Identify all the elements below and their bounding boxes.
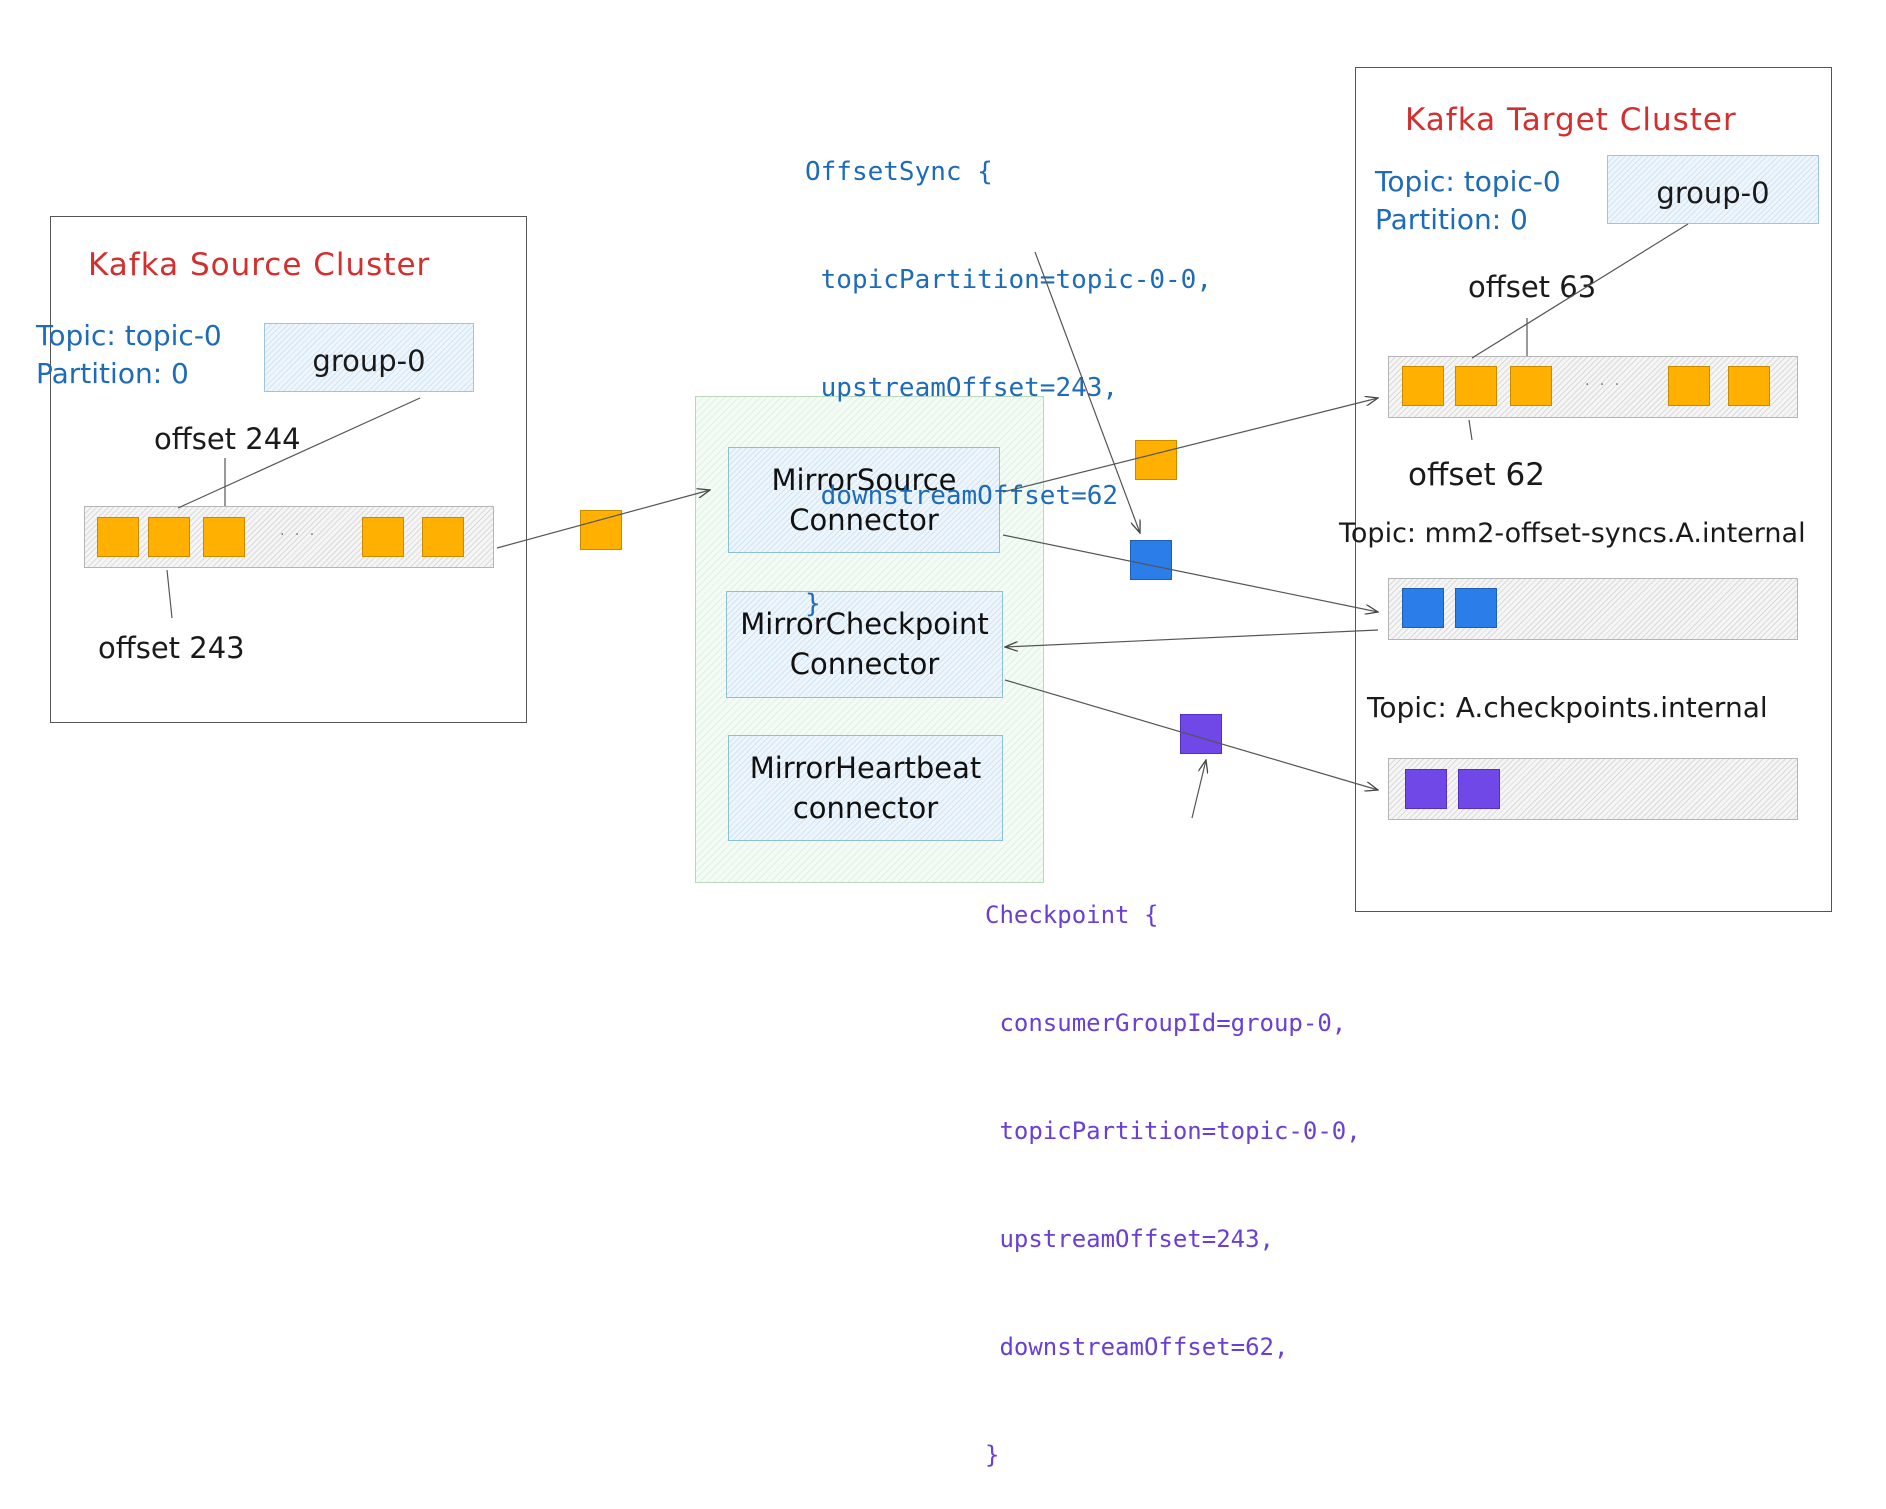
target-consumer-group: group-0 xyxy=(1607,155,1819,224)
target-ellipsis: · · · xyxy=(1585,377,1623,393)
mirror-heartbeat-connector: MirrorHeartbeat connector xyxy=(728,735,1003,841)
checkpoint-in-flight xyxy=(1180,714,1222,754)
source-consumer-group: group-0 xyxy=(264,323,474,392)
target-group-label: group-0 xyxy=(1656,176,1770,210)
target-offset-62: offset 62 xyxy=(1408,457,1546,493)
offset-sync-line: OffsetSync { xyxy=(805,157,993,187)
source-offset-244: offset 244 xyxy=(154,422,301,456)
mirror-source-connector: MirrorSource Connector xyxy=(728,447,1000,553)
source-partition-label: Partition: 0 xyxy=(36,357,189,390)
offset-sync-in-flight xyxy=(1130,540,1172,580)
connector-label-line: Connector xyxy=(789,503,939,537)
offset-sync-message xyxy=(1455,588,1497,628)
source-message xyxy=(148,517,190,557)
target-message xyxy=(1402,366,1444,406)
checkpoint-line: } xyxy=(985,1441,1000,1469)
offset-sync-line: } xyxy=(805,589,821,619)
source-message xyxy=(362,517,404,557)
replicated-message xyxy=(1135,440,1177,480)
target-offset-63: offset 63 xyxy=(1468,270,1597,304)
offset-syncs-topic-label: Topic: mm2-offset-syncs.A.internal xyxy=(1339,518,1806,549)
source-group-label: group-0 xyxy=(312,344,426,378)
checkpoint-annotation-arrow xyxy=(1191,760,1206,819)
connector-label-line: MirrorCheckpoint xyxy=(740,607,989,641)
target-message xyxy=(1510,366,1552,406)
checkpoint-line: downstreamOffset=62, xyxy=(985,1333,1289,1361)
mirror-checkpoint-connector: MirrorCheckpoint Connector xyxy=(726,591,1003,698)
offset-sync-line: downstreamOffset=62 xyxy=(805,481,1119,511)
connector-label-line: MirrorHeartbeat xyxy=(749,751,982,785)
connector-label-line: connector xyxy=(792,791,939,825)
target-message xyxy=(1728,366,1770,406)
offset-sync-line: topicPartition=topic-0-0, xyxy=(805,265,1212,295)
source-topic-label: Topic: topic-0 xyxy=(36,319,222,352)
source-message xyxy=(422,517,464,557)
checkpoint-line: consumerGroupId=group-0, xyxy=(985,1009,1347,1037)
source-ellipsis: · · · xyxy=(280,527,318,543)
source-message xyxy=(203,517,245,557)
checkpoint-line: Checkpoint { xyxy=(985,901,1159,929)
target-partition-label: Partition: 0 xyxy=(1375,203,1528,236)
offset-syncs-partition-log xyxy=(1388,578,1798,640)
checkpoint-line: upstreamOffset=243, xyxy=(985,1225,1274,1253)
target-message xyxy=(1668,366,1710,406)
target-message xyxy=(1455,366,1497,406)
checkpoint-message xyxy=(1458,769,1500,809)
offset-sync-message xyxy=(1402,588,1444,628)
checkpoints-partition-log xyxy=(1388,758,1798,820)
target-cluster-title: Kafka Target Cluster xyxy=(1405,102,1737,138)
connector-label-line: MirrorSource xyxy=(771,463,957,497)
target-topic-label: Topic: topic-0 xyxy=(1375,165,1561,198)
source-cluster-title: Kafka Source Cluster xyxy=(88,247,431,283)
offset-sync-line: upstreamOffset=243, xyxy=(805,373,1119,403)
checkpoint-record: Checkpoint { consumerGroupId=group-0, to… xyxy=(985,825,1361,1509)
checkpoint-line: topicPartition=topic-0-0, xyxy=(985,1117,1361,1145)
source-offset-243: offset 243 xyxy=(98,631,245,665)
replicating-message xyxy=(580,510,622,550)
checkpoint-message xyxy=(1405,769,1447,809)
connector-label-line: Connector xyxy=(789,647,940,681)
checkpoints-topic-label: Topic: A.checkpoints.internal xyxy=(1367,691,1768,724)
source-message xyxy=(97,517,139,557)
